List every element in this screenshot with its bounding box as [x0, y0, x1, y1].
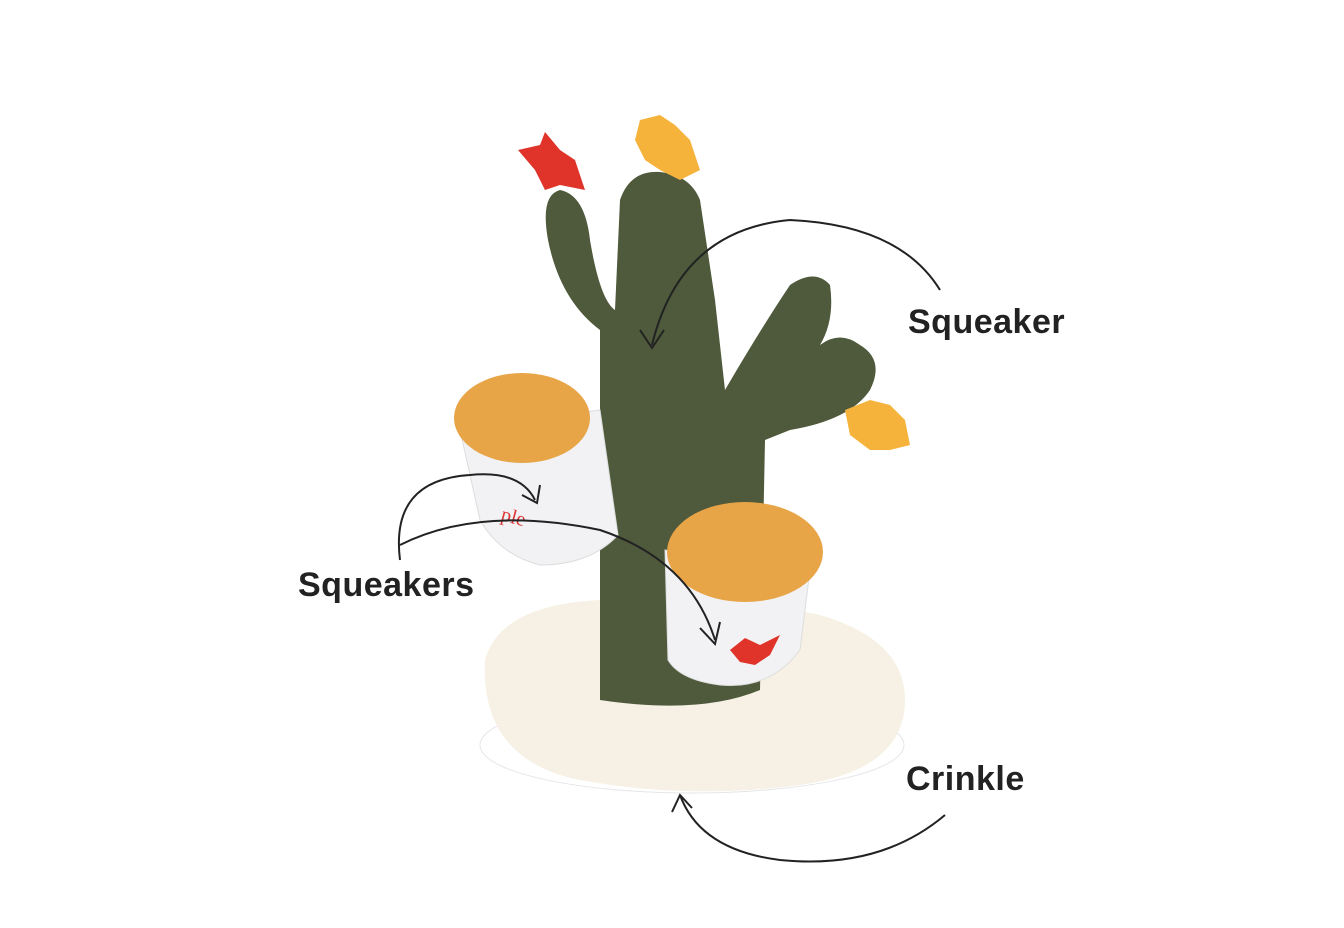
red-maple-leaf [518, 132, 585, 190]
label-squeakers: Squeakers [298, 566, 475, 604]
cactus-body [545, 171, 876, 706]
annotation-arrows [397, 218, 946, 863]
squeakers-arrow-1 [397, 473, 536, 561]
syrup-cup-right [664, 502, 823, 687]
label-squeaker: Squeaker [908, 303, 1066, 341]
maple-leaf-icon [730, 635, 780, 665]
orange-maple-leaf-right [845, 400, 910, 450]
syrup-cup-left: ple [454, 373, 619, 566]
crinkle-arrow [679, 794, 946, 863]
orange-maple-leaf-top [635, 115, 700, 180]
squeakers-arrow-2 [399, 519, 716, 641]
squeaker-arrow [651, 218, 941, 346]
label-crinkle: Crinkle [906, 760, 1025, 798]
